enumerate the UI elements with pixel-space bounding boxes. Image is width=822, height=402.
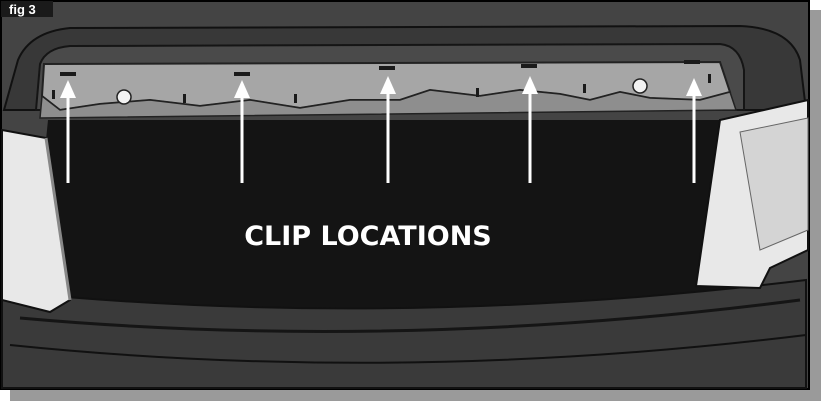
left-side-panel bbox=[0, 128, 72, 314]
left-side-panel-edge bbox=[44, 137, 72, 301]
arrows bbox=[60, 76, 702, 183]
bumper-sill bbox=[1, 278, 807, 389]
right-side-panel-face bbox=[739, 117, 809, 251]
rail-hole-left bbox=[116, 89, 132, 105]
arrow-clip-1 bbox=[60, 80, 76, 183]
arrow-clip-3 bbox=[380, 76, 396, 183]
fig-label-tab bbox=[1, 1, 53, 17]
bumper-sill-edge bbox=[19, 298, 801, 333]
bumper-sill-edge-2 bbox=[9, 334, 807, 364]
rail-slots bbox=[52, 60, 711, 103]
arrow-clip-5 bbox=[686, 78, 702, 183]
arrow-clip-2 bbox=[234, 80, 250, 183]
caption: CLIP LOCATIONS bbox=[244, 221, 492, 252]
fig-label: fig 3 bbox=[9, 2, 36, 17]
trunk-opening bbox=[30, 120, 748, 310]
rail-hole-right bbox=[632, 78, 648, 94]
arrow-clip-4 bbox=[522, 76, 538, 183]
